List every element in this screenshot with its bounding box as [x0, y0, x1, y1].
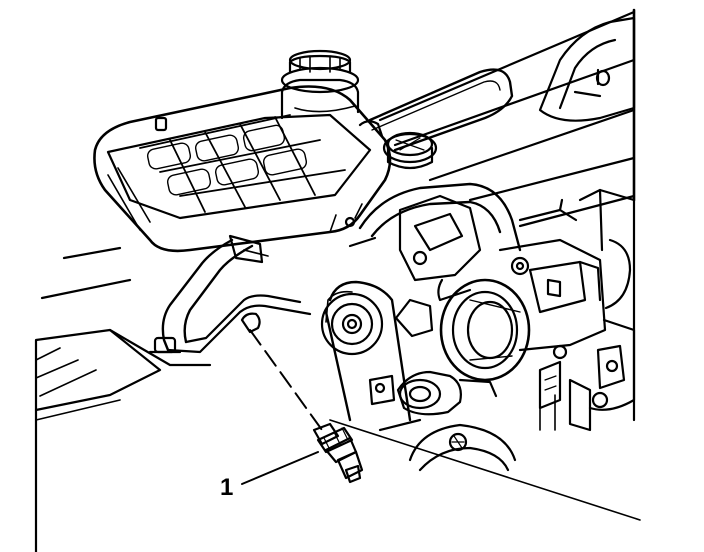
coolant-reservoir [93, 85, 392, 253]
throttle-body [396, 194, 607, 416]
pressure-cap [280, 49, 360, 120]
sensor [240, 312, 364, 484]
hose-clamp [148, 336, 182, 354]
callout-1: 1 [220, 451, 319, 501]
engine-right-side [518, 188, 636, 432]
engine-lower-block [329, 298, 641, 521]
coolant-hoses [161, 68, 522, 354]
callout-leader [241, 451, 319, 485]
body-panels [40, 8, 636, 300]
air-box [34, 328, 212, 552]
drive-belt-pulleys [320, 280, 517, 472]
callout-label-1: 1 [220, 474, 233, 501]
